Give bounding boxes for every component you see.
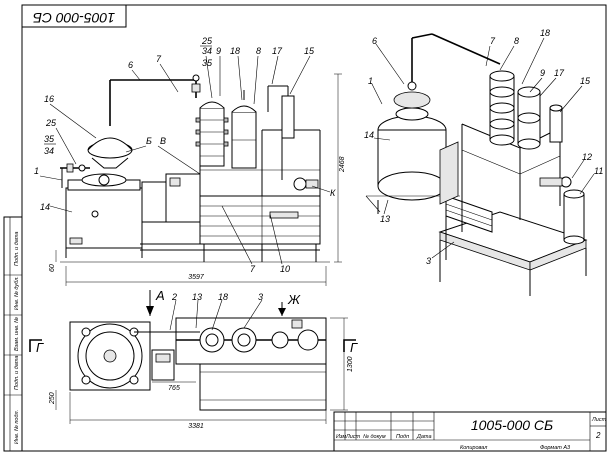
side-strip-cell: Подп. и дата bbox=[14, 232, 20, 266]
tb-col-doc: № докум bbox=[363, 434, 386, 440]
callout-8: 8 bbox=[256, 46, 261, 56]
side-strip-cell: Инв. № дубл. bbox=[14, 276, 20, 310]
format-label: Формат А3 bbox=[540, 445, 571, 451]
tb-col-list: Лист bbox=[345, 434, 361, 440]
iso-callout-18: 18 bbox=[540, 28, 550, 38]
mirrored-stamp-box bbox=[21, 4, 127, 28]
plan-view: Г Г А Ж 3381 1300 250 765 2 13 18 3 bbox=[29, 288, 358, 430]
section-g-left: Г bbox=[36, 340, 44, 355]
callout-7-bottom: 7 bbox=[250, 264, 256, 274]
tb-col-date: Дата bbox=[416, 434, 432, 440]
dim-250: 250 bbox=[49, 392, 56, 405]
iso-callout-12: 12 bbox=[582, 152, 592, 162]
iso-callout-6: 6 bbox=[372, 36, 377, 46]
sheet-number: 2 bbox=[595, 431, 601, 440]
iso-callout-3: 3 bbox=[426, 256, 431, 266]
callout-18: 18 bbox=[230, 46, 240, 56]
plan-callout-3: 3 bbox=[258, 292, 263, 302]
copied-label: Копировал bbox=[460, 445, 487, 451]
dim-width-top: 3597 bbox=[188, 274, 205, 281]
view-letter-zh: Ж bbox=[287, 292, 301, 307]
callout-17: 17 bbox=[272, 46, 283, 56]
iso-callout-13: 13 bbox=[380, 214, 390, 224]
callout-10: 10 bbox=[280, 264, 290, 274]
doc-number: 1005-000 СБ bbox=[471, 417, 553, 433]
iso-callout-15: 15 bbox=[580, 76, 591, 86]
letter-v: В bbox=[160, 136, 166, 146]
letter-k: К bbox=[330, 188, 336, 198]
plan-callout-2: 2 bbox=[171, 292, 177, 302]
iso-callout-14: 14 bbox=[364, 130, 374, 140]
callout-35: 35 bbox=[44, 134, 55, 144]
callout-34: 34 bbox=[44, 146, 54, 156]
callout-15: 15 bbox=[304, 46, 315, 56]
callout-7: 7 bbox=[156, 54, 162, 64]
iso-callout-7: 7 bbox=[490, 36, 496, 46]
sheet-label: Лист bbox=[591, 417, 607, 423]
side-strip-cell: Взам. инв. № bbox=[14, 317, 20, 351]
dim-width-bottom: 3381 bbox=[188, 423, 204, 430]
title-block: Изм Лист № докум Подп Дата 1005-000 СБ Л… bbox=[333, 411, 607, 452]
isometric-view: 6 1 14 13 3 7 8 18 9 17 15 12 11 bbox=[364, 28, 603, 296]
side-strip-cell: Инв. № подл. bbox=[14, 410, 20, 444]
dim-60: 60 bbox=[49, 264, 56, 272]
iso-callout-1: 1 bbox=[368, 76, 373, 86]
plan-callout-13: 13 bbox=[192, 292, 202, 302]
tb-col-sign: Подп bbox=[396, 434, 409, 440]
tb-col-izm: Изм bbox=[336, 434, 346, 440]
side-strip-cell: Подп. и дата bbox=[14, 356, 20, 390]
callout-16: 16 bbox=[44, 94, 54, 104]
iso-callout-17: 17 bbox=[554, 68, 565, 78]
letter-b: Б bbox=[146, 136, 152, 146]
dim-depth: 1300 bbox=[347, 356, 354, 372]
front-view: 2468 60 3597 16 25 35 34 1 14 6 bbox=[34, 36, 346, 286]
iso-callout-8: 8 bbox=[514, 36, 519, 46]
iso-callout-11: 11 bbox=[594, 166, 603, 176]
iso-callout-9: 9 bbox=[540, 68, 545, 78]
callout-25-top: 25 bbox=[201, 36, 213, 46]
dim-height: 2468 bbox=[339, 156, 346, 173]
callout-9: 9 bbox=[216, 46, 221, 56]
section-g-right: Г bbox=[350, 340, 358, 355]
side-strip: Подп. и дата Инв. № дубл. Взам. инв. № П… bbox=[3, 216, 23, 452]
callout-1: 1 bbox=[34, 166, 39, 176]
callout-6: 6 bbox=[128, 60, 133, 70]
callout-25: 25 bbox=[45, 118, 57, 128]
mirrored-stamp-text: 1005-000 СБ bbox=[33, 10, 115, 26]
dim-765: 765 bbox=[168, 385, 180, 392]
callout-14: 14 bbox=[40, 202, 50, 212]
plan-callout-18: 18 bbox=[218, 292, 228, 302]
callout-35-top: 35 bbox=[202, 58, 213, 68]
view-letter-a: А bbox=[155, 288, 165, 303]
callout-34-top: 34 bbox=[202, 46, 212, 56]
